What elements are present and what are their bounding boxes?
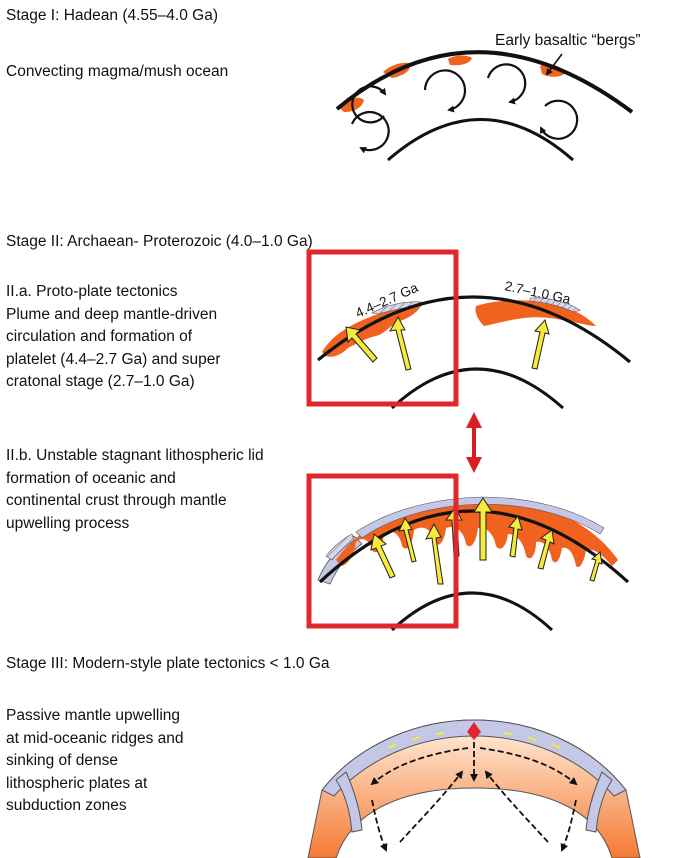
basaltic-berg — [448, 56, 472, 66]
mantle-plume — [390, 317, 411, 370]
mantle-plume — [590, 552, 602, 581]
core-arc — [388, 120, 573, 161]
mantle-plume — [532, 320, 549, 369]
platelet-right — [475, 300, 596, 326]
stage1-diagram: Early basaltic “bergs” — [337, 32, 641, 160]
connector-arrow — [466, 412, 482, 473]
stage3-diagram — [308, 720, 640, 858]
convection-cell — [541, 101, 577, 139]
mantle-shell — [308, 720, 640, 858]
stage2a-diagram: 4.4–2.7 Ga 2.7–1.0 Ga — [318, 278, 630, 408]
outer-crust-arc — [337, 52, 632, 112]
callout-label: Early basaltic “bergs” — [495, 32, 641, 49]
convection-cell — [425, 70, 465, 110]
mantle-plume — [371, 534, 395, 578]
stage2b-diagram — [318, 497, 628, 630]
convection-cell — [488, 64, 525, 102]
